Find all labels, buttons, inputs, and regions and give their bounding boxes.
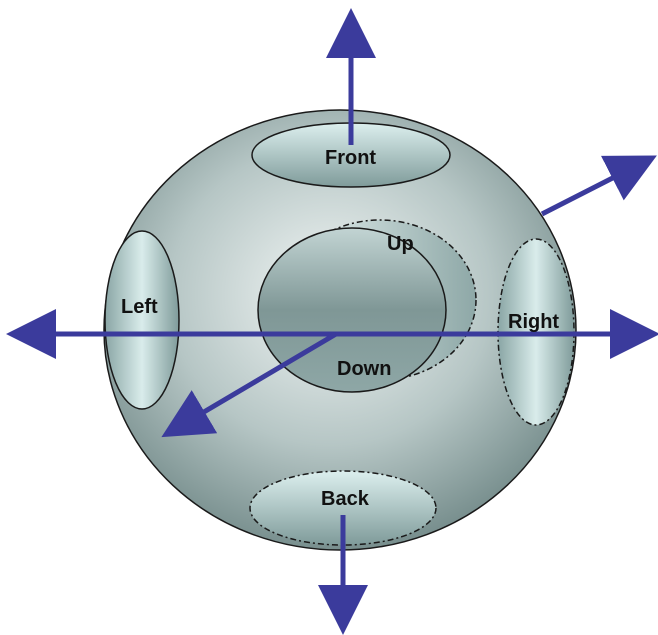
arrow-away-from-viewer <box>540 155 657 217</box>
arrow-toward-viewer <box>161 331 338 438</box>
label-down: Down <box>337 358 391 380</box>
left-face <box>104 230 180 410</box>
label-back: Back <box>321 488 370 510</box>
label-right: Right <box>508 311 559 333</box>
back-face <box>249 470 437 546</box>
label-left: Left <box>121 296 158 318</box>
label-up: Up <box>387 233 414 255</box>
label-front: Front <box>325 147 376 169</box>
